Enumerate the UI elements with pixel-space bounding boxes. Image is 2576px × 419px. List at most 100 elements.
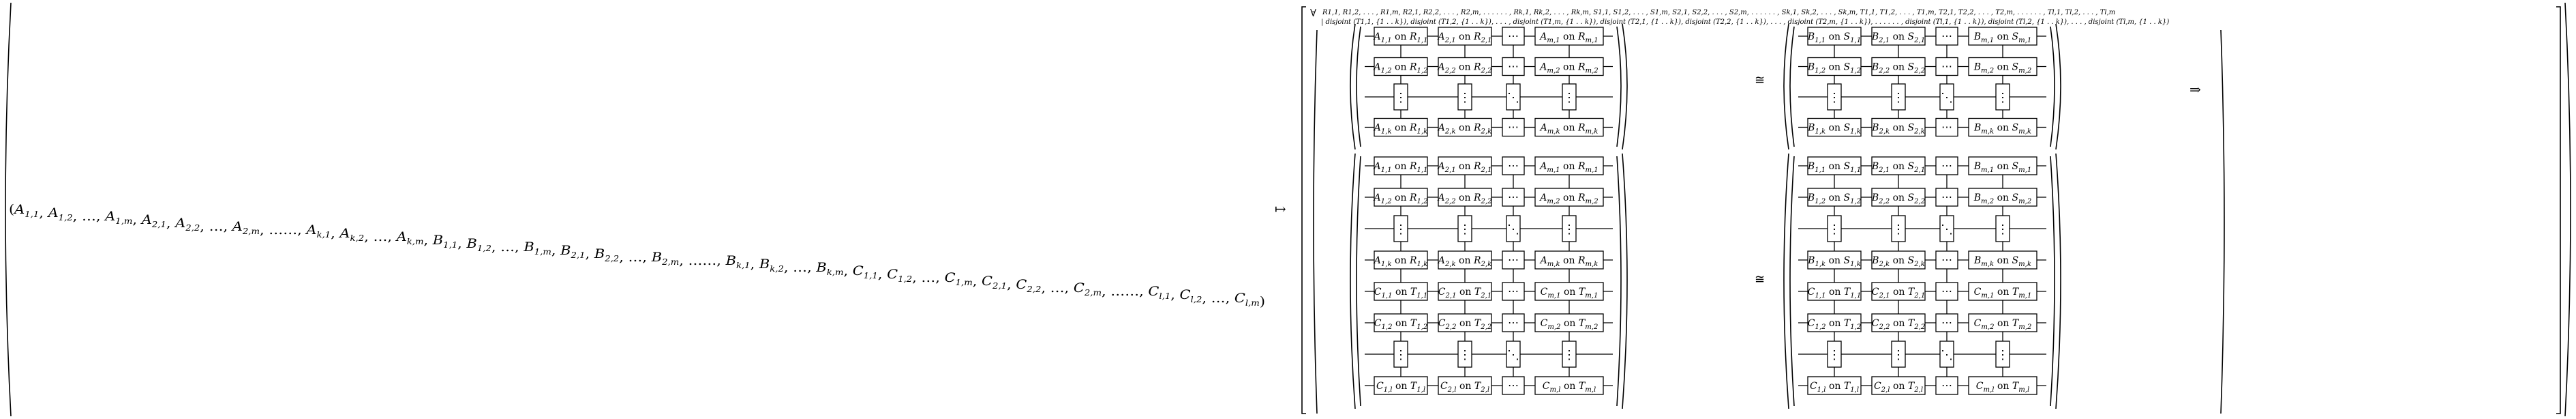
morphism-box: ⋯ bbox=[1502, 282, 1525, 301]
morphism-box: Bm,1 on Sm,1 bbox=[1968, 27, 2037, 46]
svg-text:⋯: ⋯ bbox=[1508, 159, 1519, 172]
morphism-box: ⋮ bbox=[1457, 341, 1472, 368]
iso-symbol: ≅ bbox=[1755, 272, 1765, 287]
svg-text:⋮: ⋮ bbox=[1828, 91, 1840, 105]
svg-text:⋯: ⋯ bbox=[1508, 29, 1519, 42]
morphism-box: A1,k on R1,k bbox=[1373, 117, 1428, 137]
diagram-paren-bottom-left bbox=[1350, 153, 1628, 409]
svg-text:B2,1 on S2,1: B2,1 on S2,1 bbox=[1871, 31, 1925, 44]
svg-text:B1,2 on S1,2: B1,2 on S1,2 bbox=[1807, 62, 1861, 75]
svg-text:C1,2 on T1,2: C1,2 on T1,2 bbox=[1374, 318, 1427, 331]
morphism-box: Am,2 on Rm,2 bbox=[1534, 57, 1604, 76]
svg-text:B2,1 on S2,1: B2,1 on S2,1 bbox=[1871, 161, 1925, 174]
svg-text:⋮: ⋮ bbox=[1997, 222, 2009, 237]
morphism-box: ⋯ bbox=[1935, 156, 1958, 175]
svg-text:⋱: ⋱ bbox=[1507, 222, 1519, 237]
morphism-box: ⋮ bbox=[1891, 83, 1906, 111]
svg-text:A2,2 on R2,2: A2,2 on R2,2 bbox=[1436, 192, 1491, 205]
morphism-box: Cm,2 on Tm,2 bbox=[1534, 313, 1604, 332]
morphism-box: B2,1 on S2,1 bbox=[1871, 27, 1926, 46]
morphism-box: Am,k on Rm,k bbox=[1534, 117, 1604, 137]
svg-text:C1,2 on T1,2: C1,2 on T1,2 bbox=[1808, 318, 1861, 331]
morphism-box: ⋮ bbox=[1891, 215, 1906, 242]
morphism-box: ⋮ bbox=[1562, 341, 1577, 368]
svg-text:⋯: ⋯ bbox=[1508, 253, 1519, 266]
morphism-box: A2,1 on R2,1 bbox=[1436, 27, 1492, 46]
svg-text:⋯: ⋯ bbox=[1508, 316, 1519, 329]
svg-text:Cm,2 on Tm,2: Cm,2 on Tm,2 bbox=[1974, 318, 2032, 331]
svg-text:⋯: ⋯ bbox=[1941, 253, 1952, 266]
morphism-box: A2,1 on R2,1 bbox=[1436, 156, 1492, 175]
diagram-paren-bottom-right bbox=[1783, 153, 2061, 409]
svg-text:A2,1 on R2,1: A2,1 on R2,1 bbox=[1436, 161, 1491, 174]
outer-right-paren bbox=[2564, 2, 2571, 417]
morphism-box: ⋯ bbox=[1502, 156, 1525, 175]
quantified-variables: R1,1, R1,2, . . . , R1,m, R2,1, R2,2, . … bbox=[1322, 9, 2115, 16]
svg-text:⋯: ⋯ bbox=[1941, 121, 1952, 134]
morphism-box: A2,2 on R2,2 bbox=[1436, 57, 1492, 76]
morphism-box: Cm,l on Tm,l bbox=[1534, 376, 1604, 395]
morphism-box: Am,k on Rm,k bbox=[1534, 250, 1604, 270]
svg-text:⋮: ⋮ bbox=[1459, 222, 1471, 237]
morphism-box: C1,1 on T1,1 bbox=[1807, 282, 1862, 301]
morphism-box: ⋯ bbox=[1935, 57, 1958, 76]
svg-text:C1,1 on T1,1: C1,1 on T1,1 bbox=[1808, 287, 1861, 300]
disjointness-condition: | disjoint (T1,1, {1 . . k}), disjoint (… bbox=[1321, 18, 2169, 26]
svg-text:⋮: ⋮ bbox=[1563, 348, 1575, 362]
morphism-box: Bm,k on Sm,k bbox=[1968, 250, 2037, 270]
morphism-box: Bm,2 on Sm,2 bbox=[1968, 188, 2037, 207]
morphism-box: A2,2 on R2,2 bbox=[1436, 188, 1492, 207]
forall-bracket-left bbox=[1301, 6, 1306, 414]
svg-text:C2,2 on T2,2: C2,2 on T2,2 bbox=[1438, 318, 1491, 331]
morphism-box: ⋯ bbox=[1502, 57, 1525, 76]
morphism-box: ⋮ bbox=[1827, 83, 1842, 111]
morphism-box: Am,2 on Rm,2 bbox=[1534, 188, 1604, 207]
svg-text:Bm,k on Sm,k: Bm,k on Sm,k bbox=[1973, 123, 2031, 136]
svg-text:⋯: ⋯ bbox=[1508, 121, 1519, 134]
morphism-box: ⋯ bbox=[1502, 27, 1525, 46]
morphism-box: Cm,l on Tm,l bbox=[1968, 376, 2037, 395]
svg-text:⋯: ⋯ bbox=[1508, 190, 1519, 203]
morphism-box: ⋮ bbox=[1891, 341, 1906, 368]
svg-text:B2,2 on S2,2: B2,2 on S2,2 bbox=[1871, 62, 1925, 75]
morphism-box: ⋮ bbox=[1827, 341, 1842, 368]
svg-text:⋮: ⋮ bbox=[1395, 222, 1407, 237]
morphism-box: ⋯ bbox=[1502, 188, 1525, 207]
morphism-box: ⋮ bbox=[1562, 83, 1577, 111]
svg-text:A2,2 on R2,2: A2,2 on R2,2 bbox=[1436, 62, 1491, 75]
svg-text:⋯: ⋯ bbox=[1941, 159, 1952, 172]
morphism-box: ⋱ bbox=[1939, 341, 1954, 368]
morphism-box: ⋮ bbox=[1393, 341, 1408, 368]
svg-text:A2,k on R2,k: A2,k on R2,k bbox=[1437, 255, 1492, 268]
morphism-box: ⋮ bbox=[1393, 83, 1408, 111]
svg-text:⋯: ⋯ bbox=[1508, 60, 1519, 73]
morphism-box: ⋯ bbox=[1935, 250, 1958, 270]
morphism-box: C2,l on T2,l bbox=[1871, 376, 1926, 395]
svg-text:B1,k on S1,k: B1,k on S1,k bbox=[1807, 255, 1861, 268]
morphism-box: ⋮ bbox=[1393, 215, 1408, 242]
svg-text:C2,l on T2,l: C2,l on T2,l bbox=[1874, 381, 1923, 394]
morphism-box: ⋮ bbox=[1995, 341, 2010, 368]
morphism-box: C1,2 on T1,2 bbox=[1807, 313, 1862, 332]
svg-text:⋮: ⋮ bbox=[1563, 222, 1575, 237]
morphism-box: C1,l on T1,l bbox=[1374, 376, 1428, 395]
svg-text:C1,1 on T1,1: C1,1 on T1,1 bbox=[1374, 287, 1427, 300]
svg-text:B2,k on S2,k: B2,k on S2,k bbox=[1871, 123, 1925, 136]
svg-text:⋯: ⋯ bbox=[1941, 379, 1952, 392]
svg-text:Cm,1 on Tm,1: Cm,1 on Tm,1 bbox=[1541, 287, 1598, 300]
morphism-box: ⋯ bbox=[1935, 282, 1958, 301]
svg-text:⋮: ⋮ bbox=[1459, 348, 1471, 362]
morphism-box: B2,2 on S2,2 bbox=[1871, 57, 1926, 76]
morphism-box: ⋱ bbox=[1506, 83, 1521, 111]
morphism-box: Am,1 on Rm,1 bbox=[1534, 156, 1604, 175]
svg-text:Bm,1 on Sm,1: Bm,1 on Sm,1 bbox=[1973, 161, 2032, 174]
svg-text:Am,2 on Rm,2: Am,2 on Rm,2 bbox=[1539, 62, 1598, 75]
svg-text:C2,1 on T2,1: C2,1 on T2,1 bbox=[1872, 287, 1925, 300]
svg-text:⋮: ⋮ bbox=[1892, 348, 1905, 362]
svg-text:C1,l on T1,l: C1,l on T1,l bbox=[1810, 381, 1859, 394]
morphism-box: ⋮ bbox=[1562, 215, 1577, 242]
outer-left-paren bbox=[5, 2, 12, 417]
svg-text:⋮: ⋮ bbox=[1563, 91, 1575, 105]
